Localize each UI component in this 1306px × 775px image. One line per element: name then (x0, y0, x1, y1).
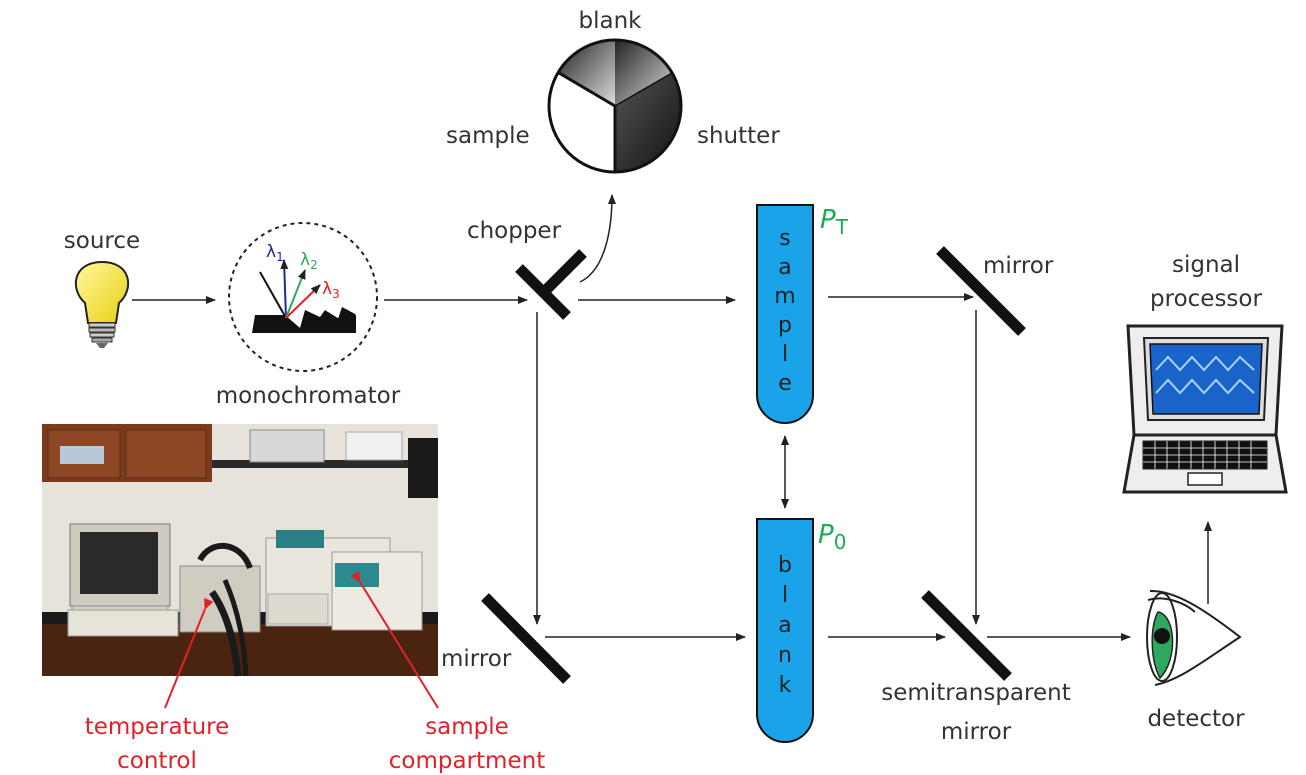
signal-label-line2: processor (1150, 286, 1262, 312)
compartment-label-line1: sample (425, 714, 509, 740)
wheel-sample-label: sample (446, 123, 530, 149)
compartment-label-line2: compartment (389, 748, 545, 774)
pt-label: PT (820, 205, 849, 239)
sample-tube-letter: s (779, 226, 790, 251)
sample-tube-letter: m (774, 284, 795, 309)
blank-tube-letter: l (782, 583, 788, 608)
chopper-wheel-arrow (579, 194, 616, 283)
compartment-pointer (350, 570, 439, 709)
blank-tube-letter: a (778, 613, 791, 638)
detector-label: detector (1147, 706, 1245, 732)
sample-tube-letter: a (778, 255, 791, 280)
signal-label-line1: signal (1172, 252, 1240, 278)
sample-cuvette (756, 204, 814, 424)
bottom-left-mirror (481, 593, 571, 684)
temperature-label-line2: control (117, 748, 197, 774)
blank-tube-letter: b (778, 553, 792, 578)
sample-tube-letter: l (782, 342, 788, 367)
temperature-label-line1: temperature (85, 714, 230, 740)
instrument-photo (42, 424, 438, 677)
source-label: source (64, 228, 140, 254)
sample-tube-letters: sample (774, 226, 795, 396)
top-mirror-label: mirror (983, 253, 1054, 279)
sample-tube-letter: e (778, 371, 792, 396)
blank-tube-letter: n (778, 643, 792, 668)
laptop-icon (1122, 324, 1288, 494)
beam-paths (132, 293, 1212, 641)
blank-cuvette (756, 518, 814, 743)
eye-icon (1146, 589, 1242, 686)
chopper-mirror (515, 249, 587, 320)
top-right-mirror (936, 246, 1026, 336)
lambda1-label: λ1 (266, 242, 284, 264)
bottom-mirror-label: mirror (441, 646, 512, 672)
light-bulb-icon (75, 260, 129, 348)
semitransparent-mirror (921, 590, 1012, 681)
blank-tube-letters: blank (778, 553, 792, 698)
monochromator-label: monochromator (216, 383, 401, 409)
p0-label: P0 (818, 520, 846, 554)
semitransparent-label-line1: semitransparent (881, 680, 1070, 706)
blank-tube-letter: k (779, 673, 792, 698)
wheel-blank-label: blank (579, 8, 643, 34)
lambda2-label: λ2 (300, 250, 318, 272)
wheel-shutter-label: shutter (697, 123, 780, 149)
monochromator (228, 222, 378, 372)
chopper-label: chopper (467, 218, 562, 244)
sample-tube-letter: p (778, 313, 792, 338)
temperature-pointer (164, 597, 214, 709)
semitransparent-label-line2: mirror (941, 719, 1012, 745)
chopper-wheel (547, 38, 683, 174)
lambda3-label: λ3 (322, 279, 340, 301)
